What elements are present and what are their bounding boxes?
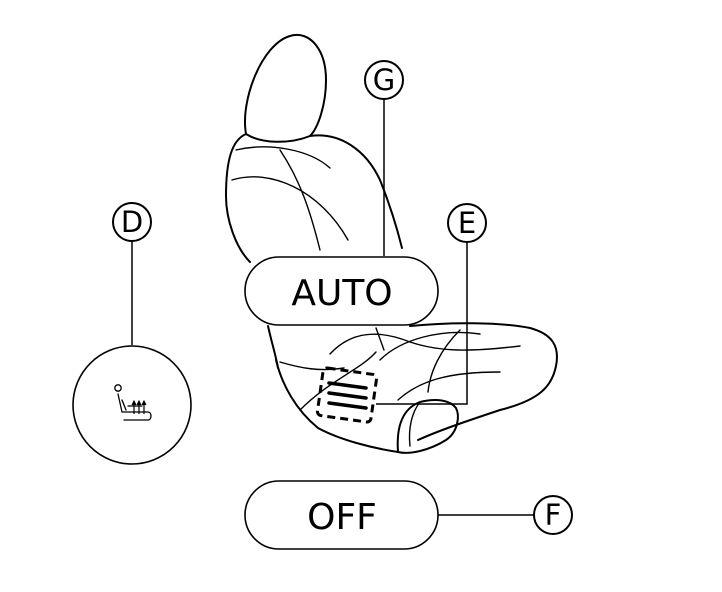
callout-d-label: D xyxy=(121,205,143,239)
auto-button-label: AUTO xyxy=(291,273,392,314)
callout-d: D xyxy=(112,202,152,242)
off-button[interactable]: OFF xyxy=(244,480,439,550)
callout-f: F xyxy=(533,495,573,535)
seat-heater-button[interactable] xyxy=(72,345,192,465)
callout-f-label: F xyxy=(545,498,562,532)
callout-g: G xyxy=(364,60,404,100)
leader-line-e xyxy=(376,242,468,405)
auto-button[interactable]: AUTO xyxy=(244,256,439,326)
callout-g-label: G xyxy=(373,63,395,97)
heated-seat-icon xyxy=(114,384,152,421)
callout-e: E xyxy=(447,203,487,243)
seat-illustration xyxy=(225,33,558,454)
callout-e-label: E xyxy=(458,206,476,240)
off-button-label: OFF xyxy=(307,497,377,538)
leader-lines xyxy=(131,99,534,516)
seat-heater-indicator-icon xyxy=(315,366,379,424)
